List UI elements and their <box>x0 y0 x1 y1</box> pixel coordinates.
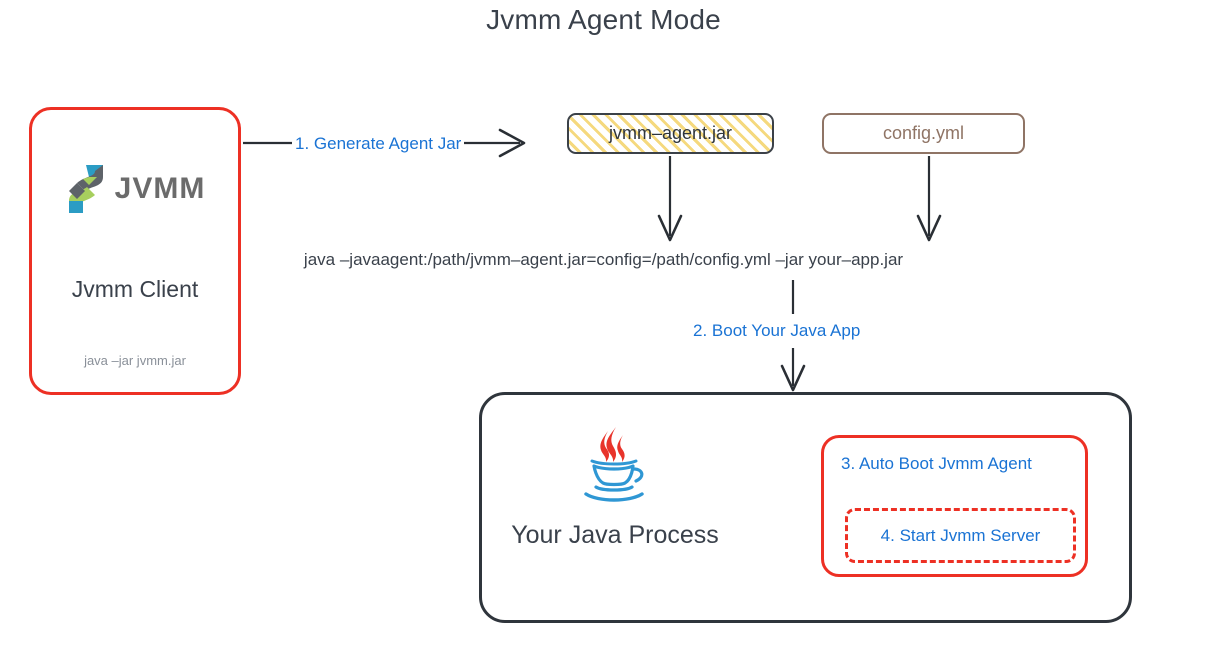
step-3-label: 3. Auto Boot Jvmm Agent <box>841 454 1032 473</box>
java-process-box[interactable]: Your Java Process 3. Auto Boot Jvmm Agen… <box>479 392 1132 623</box>
java-process-label: Your Java Process <box>511 521 719 549</box>
jvmm-agent-box[interactable]: 3. Auto Boot Jvmm Agent 4. Start Jvmm Se… <box>821 435 1088 577</box>
java-coffee-cup-icon <box>584 427 644 502</box>
step-1-label: 1. Generate Agent Jar <box>292 134 465 154</box>
arrow-client-to-agentjar-head <box>498 128 526 158</box>
agent-jar-box[interactable]: jvmm–agent.jar <box>567 113 774 154</box>
java-command-line: java –javaagent:/path/jvmm–agent.jar=con… <box>303 250 904 269</box>
jvmm-brand-row: JVMM <box>32 162 238 216</box>
jvmm-logo-icon <box>68 165 103 213</box>
jvmm-client-label: Jvmm Client <box>71 276 199 302</box>
step-4-label: 4. Start Jvmm Server <box>880 525 1041 545</box>
page-title: Jvmm Agent Mode <box>486 4 721 35</box>
jvmm-client-box[interactable]: JVMM Jvmm Client java –jar jvmm.jar <box>29 107 241 395</box>
config-file-label: config.yml <box>882 123 965 143</box>
arrow-command-to-process-head <box>780 364 806 392</box>
jvmm-server-box[interactable]: 4. Start Jvmm Server <box>845 508 1076 563</box>
arrow-agentjar-to-command-head <box>657 214 683 242</box>
config-file-box[interactable]: config.yml <box>822 113 1025 154</box>
jvmm-wordmark: JVMM <box>114 172 206 205</box>
step-2-label: 2. Boot Your Java App <box>688 321 866 341</box>
jvmm-client-command: java –jar jvmm.jar <box>84 353 186 368</box>
arrow-config-to-command-head <box>916 214 942 242</box>
agent-jar-label: jvmm–agent.jar <box>608 123 733 143</box>
